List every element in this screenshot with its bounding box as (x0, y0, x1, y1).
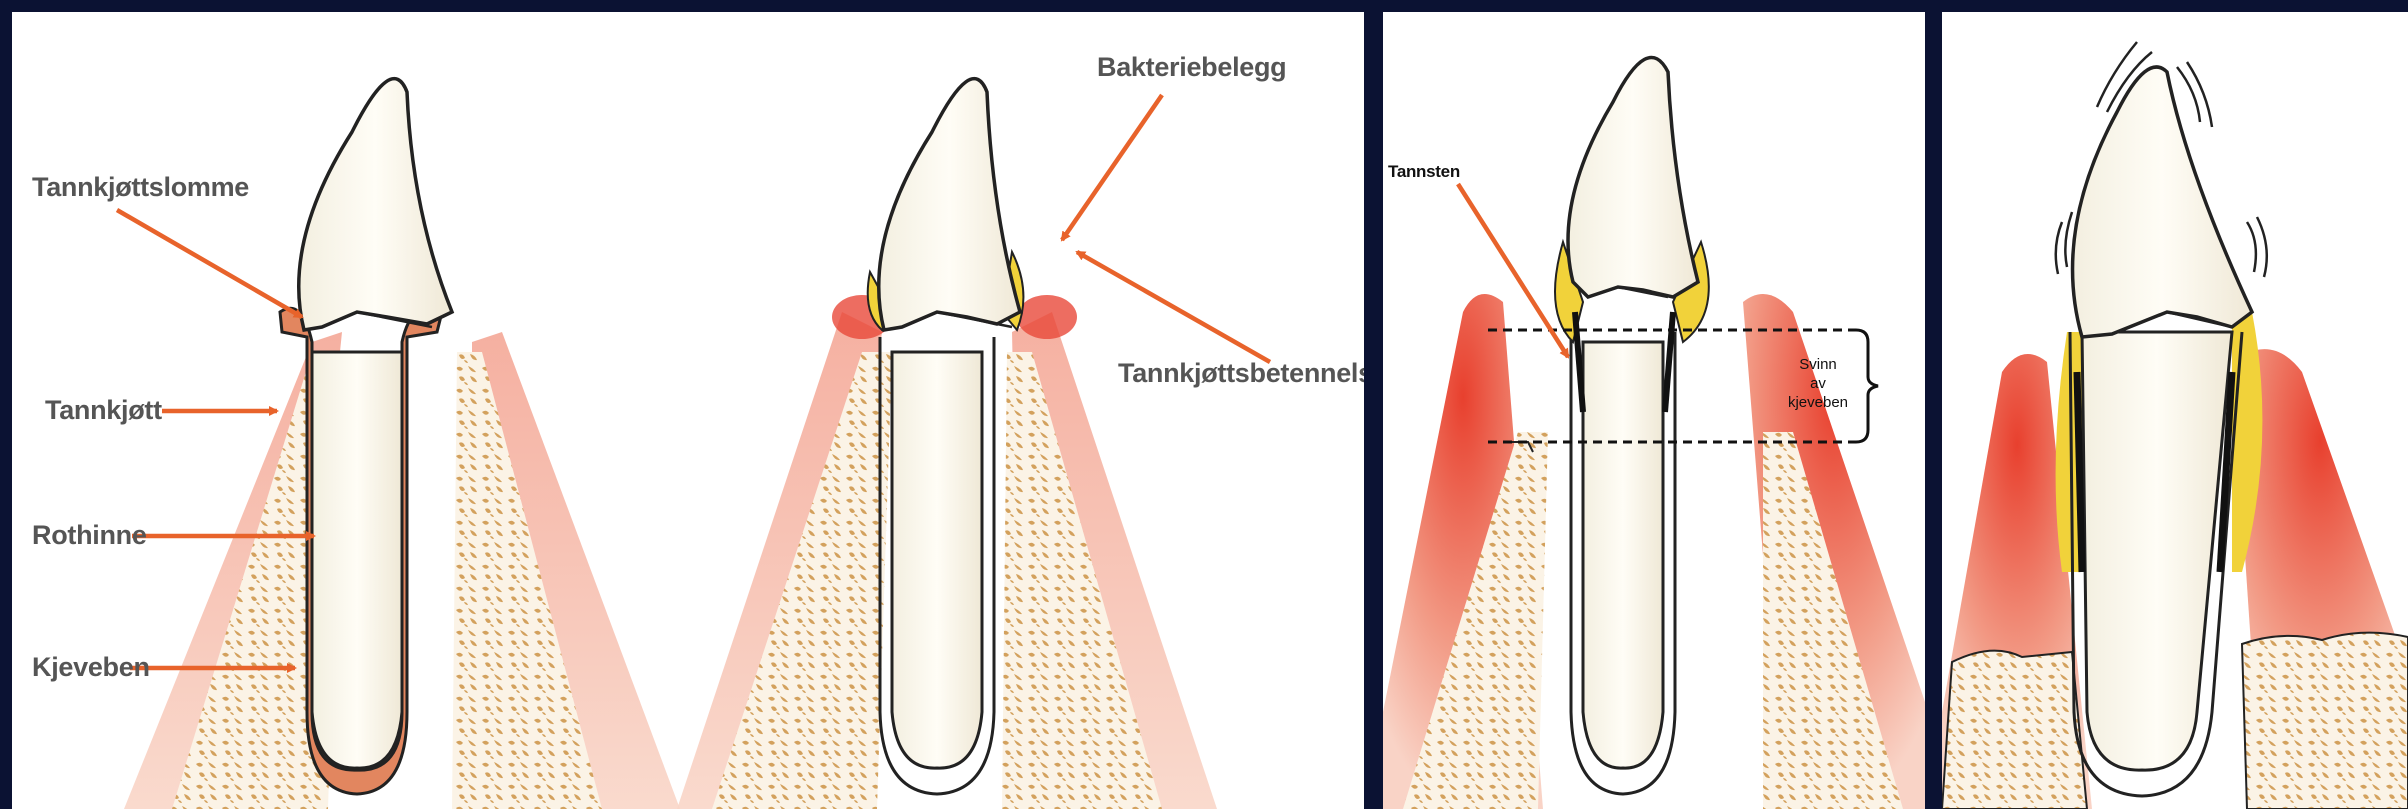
panel-periodontitis: Tannsten Svinn av kjeveben (1383, 12, 1925, 809)
label-gingivitis: Tannkjøttsbetennelse (1118, 358, 1364, 389)
label-bone-loss-line2: av (1778, 374, 1858, 393)
label-tartar: Tannsten (1388, 162, 1460, 182)
arrow-plaque (1062, 95, 1162, 240)
diagram-healthy-gingivitis (12, 12, 1364, 809)
tooth-gingivitis (677, 79, 1217, 809)
label-jawbone: Kjeveben (32, 652, 150, 683)
tooth-periodontitis (1383, 57, 1925, 809)
label-bone-loss-line1: Svinn (1778, 355, 1858, 374)
label-pocket: Tannkjøttslomme (32, 172, 249, 203)
panel-healthy-gingivitis: Tannkjøttslomme Tannkjøtt Rothinne Kjeve… (12, 12, 1364, 809)
label-bone-loss: Svinn av kjeveben (1778, 355, 1858, 412)
label-gum: Tannkjøtt (45, 395, 162, 426)
label-root-membrane: Rothinne (32, 520, 147, 551)
arrow-pocket (117, 210, 302, 317)
label-bone-loss-line3: kjeveben (1778, 393, 1858, 412)
panel-advanced-periodontitis (1942, 12, 2408, 809)
label-plaque: Bakteriebelegg (1097, 52, 1286, 83)
diagram-advanced-periodontitis (1942, 12, 2408, 809)
arrow-gingivitis (1077, 252, 1270, 362)
tooth-advanced-periodontitis (1942, 67, 2408, 809)
